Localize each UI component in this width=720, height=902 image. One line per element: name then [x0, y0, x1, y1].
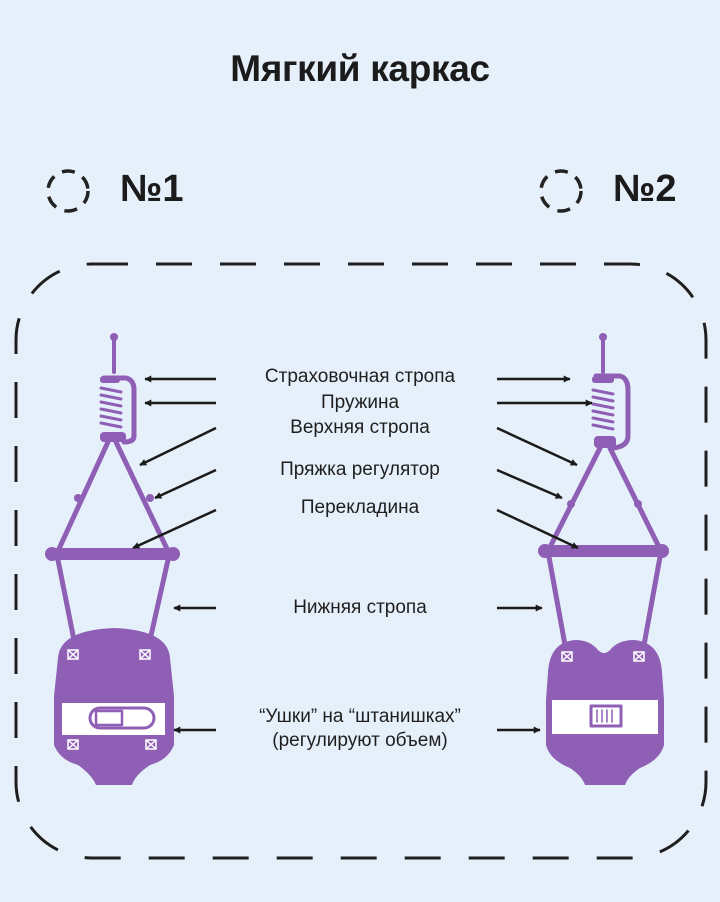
harness-1: [45, 333, 180, 785]
arrow-right-upper-strap: [496, 426, 578, 467]
arrow-left-buckle: [154, 468, 217, 500]
label-upper-strap: Верхняя стропа: [290, 417, 430, 438]
label-crossbar: Перекладина: [300, 497, 420, 518]
arrow-left-crossbar: [132, 508, 217, 550]
arrow-right-crossbar: [496, 508, 579, 550]
label-ears-line1: “Ушки” на “штанишках”: [259, 706, 461, 727]
arrows-left: [132, 375, 217, 734]
arrow-left-upper-strap: [139, 426, 217, 467]
label-ears-line2: (регулируют объем): [272, 730, 448, 751]
label-safety-strap: Страховочная стропа: [264, 366, 456, 387]
variant-1-dashed-circle: [46, 169, 90, 213]
diagram-title: Мягкий каркас: [230, 48, 490, 89]
dashed-frame: [14, 262, 708, 860]
arrows-right: [496, 375, 593, 734]
label-lower-strap: Нижняя стропа: [293, 597, 427, 618]
variant-2-label: №2: [613, 168, 677, 210]
variant-2-dashed-circle: [539, 169, 583, 213]
arrow-right-buckle: [496, 468, 563, 500]
variant-1-label: №1: [120, 168, 184, 210]
label-adjuster-buckle: Пряжка регулятор: [280, 459, 440, 480]
harness-2: [538, 333, 669, 785]
label-spring: Пружина: [320, 392, 400, 413]
